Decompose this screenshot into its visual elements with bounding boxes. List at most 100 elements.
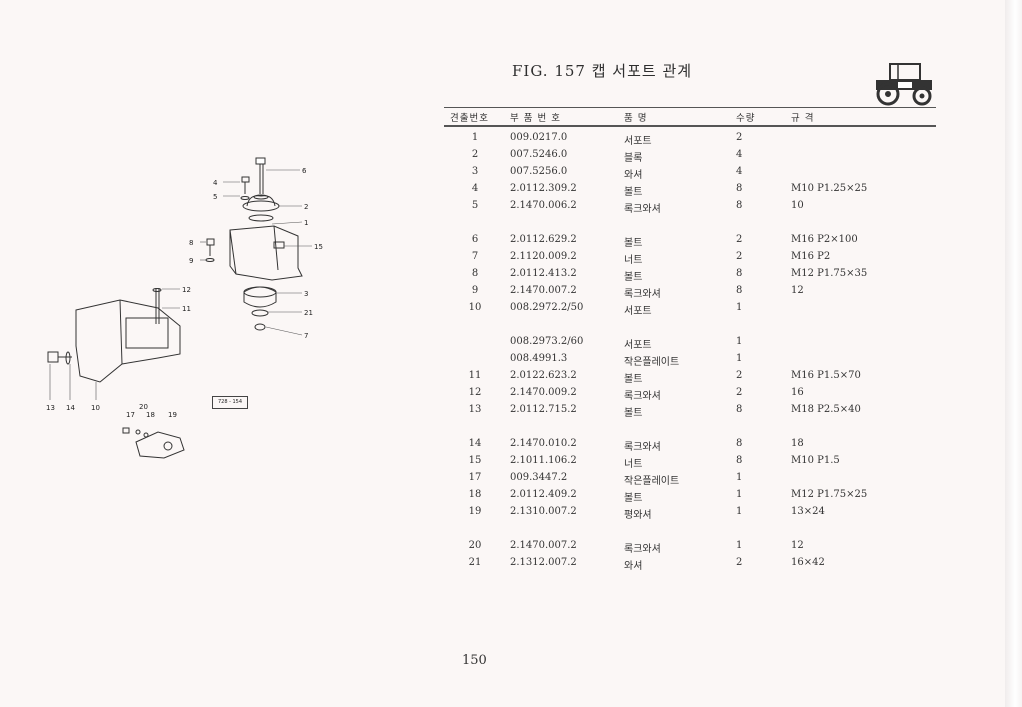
callout-3: 3 [304,290,308,298]
cell-part: 008.4991.3 [510,353,568,364]
cell-qty: 8 [736,200,743,211]
cell-name: 볼트 [624,238,643,249]
figure-title: FIG. 157 캡 서포트 관계 [512,62,693,80]
cell-qty: 1 [736,472,743,483]
cell-name: 볼트 [624,493,643,504]
table-header: 견출번호 부 품 번 호 품 명 수량 규 격 [444,107,936,127]
table-row: 1 009.0217.0 서포트 2 [444,130,936,147]
callout-8: 8 [189,239,193,247]
cell-name: 볼트 [624,408,643,419]
cell-name: 록크와셔 [624,544,661,555]
cell-name: 록크와셔 [624,442,661,453]
cell-no: 4 [471,183,479,194]
cell-spec: 13×24 [791,506,825,517]
cell-no: 6 [471,234,479,245]
cell-no: 5 [471,200,479,211]
cell-qty: 2 [736,234,743,245]
cell-qty: 8 [736,438,743,449]
cell-name: 볼트 [624,374,643,385]
callout-14: 14 [66,404,75,412]
cell-part: 2.0112.309.2 [510,183,577,194]
callout-9: 9 [189,257,193,265]
cell-part: 007.5256.0 [510,166,568,177]
cell-part: 2.0112.629.2 [510,234,577,245]
cell-name: 블록 [624,153,643,164]
cell-part: 009.0217.0 [510,132,568,143]
cell-spec: M10 P1.5 [791,455,840,466]
cell-spec: M12 P1.75×35 [791,268,868,279]
callout-1: 1 [304,219,308,227]
cell-name: 서포트 [624,340,652,351]
cell-qty: 2 [736,557,743,568]
cell-part: 2.0122.623.2 [510,370,577,381]
cell-spec: M10 P1.25×25 [791,183,868,194]
cell-spec: 12 [791,540,804,551]
cell-spec: 16 [791,387,804,398]
cell-name: 와셔 [624,170,643,181]
header-part: 부 품 번 호 [510,113,562,124]
callout-12: 12 [182,286,191,294]
cell-name: 볼트 [624,272,643,283]
callout-19: 18 [146,411,155,419]
cell-qty: 2 [736,387,743,398]
cell-part: 2.1011.106.2 [510,455,577,466]
cell-qty: 2 [736,251,743,262]
cell-spec: 18 [791,438,804,449]
cell-no: 15 [468,455,482,466]
callout-15: 15 [314,243,323,251]
cell-spec: M16 P2 [791,251,831,262]
cell-qty: 2 [736,132,743,143]
cell-qty: 4 [736,166,743,177]
cell-qty: 2 [736,370,743,381]
cell-part: 2.1470.006.2 [510,200,577,211]
cell-qty: 8 [736,404,743,415]
parts-diagram: 6 4 5 2 1 15 8 9 3 21 7 12 11 13 14 10 2… [46,157,323,459]
cell-part: 2.1470.009.2 [510,387,577,398]
cell-no: 17 [468,472,482,483]
cell-no: 18 [468,489,482,500]
cell-spec: 16×42 [791,557,825,568]
figure-code: 728 - 154 [212,396,248,409]
callout-4: 4 [213,179,218,187]
cell-no: 9 [471,285,479,296]
cell-spec: M16 P2×100 [791,234,858,245]
cell-qty: 8 [736,455,743,466]
cell-no: 7 [471,251,479,262]
tractor-icon [876,63,932,106]
callout-20: 20 [139,403,148,411]
cell-name: 너트 [624,459,643,470]
callout-11: 11 [182,305,191,313]
cell-spec: M18 P2.5×40 [791,404,861,415]
cell-no: 3 [471,166,479,177]
cell-no: 1 [471,132,479,143]
cell-part: 2.1312.007.2 [510,557,577,568]
cell-part: 2.1120.009.2 [510,251,577,262]
callout-6: 6 [302,167,307,175]
cell-spec: M12 P1.75×25 [791,489,868,500]
cell-name: 록크와셔 [624,289,661,300]
table-row: 15 2.1011.106.2 너트 8 M10 P1.5 [444,453,936,470]
cell-no: 20 [468,540,482,551]
cell-part: 2.1310.007.2 [510,506,577,517]
cell-name: 작은플레이트 [624,357,680,368]
cell-name: 서포트 [624,136,652,147]
cell-no: 13 [468,404,482,415]
cell-qty: 1 [736,540,743,551]
cell-spec: 10 [791,200,804,211]
header-no: 견출번호 [450,113,489,124]
cell-qty: 1 [736,506,743,517]
cell-qty: 8 [736,183,743,194]
cell-qty: 1 [736,489,743,500]
callout-21: 21 [304,309,313,317]
cell-qty: 8 [736,285,743,296]
cell-no: 14 [468,438,482,449]
callout-2: 2 [304,203,308,211]
header-spec: 규 격 [791,113,815,124]
